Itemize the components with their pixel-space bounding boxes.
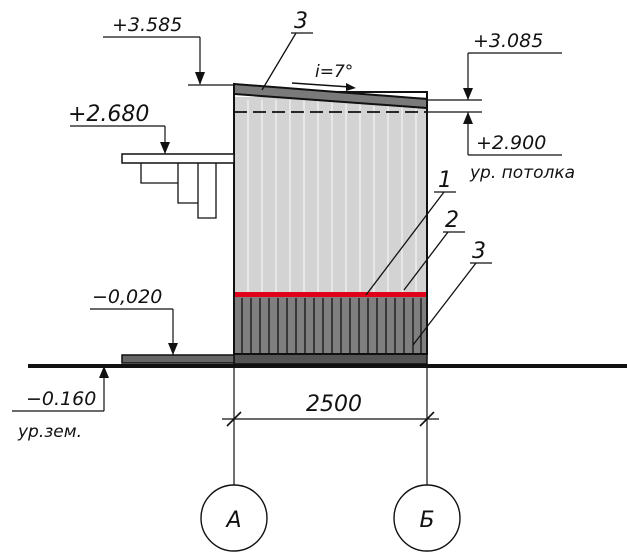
- foundation-base: [233, 353, 428, 365]
- slope-label: i=7°: [315, 62, 353, 82]
- callout-band-leader: [365, 191, 445, 296]
- leader-top-low-arrow: [463, 88, 473, 100]
- axis-bubble-b: [393, 484, 461, 552]
- dimension-value: 2500: [306, 392, 362, 417]
- callout-roof-leader: [261, 32, 297, 91]
- elevation-ground: −0.160: [26, 388, 96, 410]
- dimension-tick-right: [419, 411, 435, 427]
- axis-bubble-a: [200, 484, 268, 552]
- leader-ceiling-arrow: [463, 112, 473, 124]
- callout-red-band: 1: [438, 168, 452, 193]
- callout-upper-leader: [403, 231, 449, 291]
- axis-label-b: Б: [419, 508, 434, 533]
- lower-cladding: [234, 297, 427, 354]
- slope-arrowhead: [346, 83, 356, 91]
- elevation-ceiling: +2.900: [476, 132, 546, 154]
- elevation-top-high: +3.585: [112, 14, 182, 36]
- callout-lower-panel: 3: [472, 239, 486, 264]
- leader-canopy-arrow: [160, 142, 170, 154]
- axis-label-a: А: [224, 508, 241, 533]
- elevation-canopy: +2.680: [68, 102, 149, 127]
- leader-floor-arrow: [168, 343, 178, 355]
- canopy-beam: [121, 153, 235, 164]
- elevation-ground-label: ур.зем.: [17, 422, 82, 442]
- leader-ground-arrow: [99, 366, 109, 378]
- callout-upper-panel: 2: [445, 208, 459, 233]
- slope-arrow: [291, 82, 351, 88]
- elevation-ceiling-label: ур. потолка: [469, 163, 575, 183]
- roof-slab: [233, 82, 428, 110]
- canopy-bracket: [140, 163, 217, 219]
- upper-cladding-ribs: [247, 100, 417, 292]
- porch-slab: [121, 354, 235, 364]
- dimension-tick-left: [226, 411, 242, 427]
- red-band: [234, 292, 427, 297]
- elevation-floor: −0,020: [92, 286, 162, 308]
- leader-top-high-arrow: [195, 72, 205, 85]
- lower-cladding-ribs: [241, 298, 422, 354]
- upper-cladding: [234, 97, 427, 293]
- callout-lower-leader: [412, 262, 477, 346]
- elevation-top-low: +3.085: [473, 30, 543, 52]
- callout-roof: 3: [294, 9, 308, 34]
